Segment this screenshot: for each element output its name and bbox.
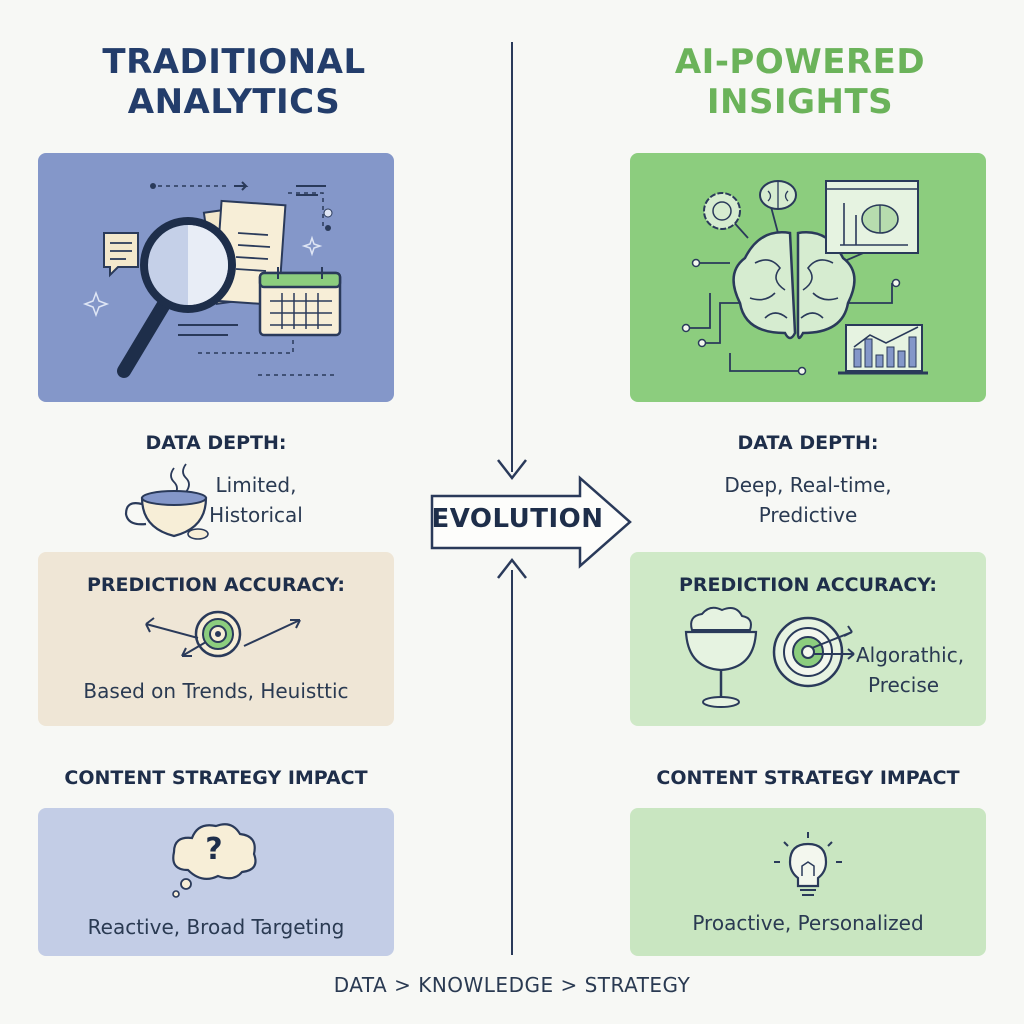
right-prediction-value: Algorathic, Precise [856,640,976,700]
target-icon [772,616,855,688]
laptop-chart-icon [838,324,928,375]
arrow-down-icon [497,459,527,481]
divider-top [511,42,513,472]
right-data-depth-label: DATA DEPTH: [737,432,879,454]
brain-network-illustration [681,180,928,376]
right-prediction-line-1: Algorathic, [856,643,965,667]
traditional-analytics-title: TRADITIONAL ANALYTICS [24,42,444,122]
title-line-2: ANALYTICS [127,82,341,122]
divider-bottom [511,570,513,955]
right-impact-label: CONTENT STRATEGY IMPACT [656,767,960,789]
question-mark: ? [205,832,223,867]
evolution-label: EVOLUTION [431,504,604,534]
goblet-target-icon [684,606,855,708]
right-prediction-line-2: Precise [868,673,940,697]
title-line-2: INSIGHTS [706,82,894,122]
arrow-up-icon [497,557,527,579]
lightbulb-icon [774,832,842,896]
right-data-depth-line-1: Deep, Real-time, [724,473,892,497]
title-line-1: AI-POWERED [674,42,926,82]
right-data-depth-value: Deep, Real-time, Predictive [630,470,986,530]
left-prediction-value: Based on Trends, Heuisttic [83,679,349,703]
left-data-depth-label: DATA DEPTH: [145,432,287,454]
left-impact-label: CONTENT STRATEGY IMPACT [64,767,368,789]
thought-cloud-icon [172,823,257,898]
title-line-1: TRADITIONAL [102,42,366,82]
brain-icon [732,231,856,340]
evolution-arrow [430,475,632,569]
right-data-depth-line-2: Predictive [758,503,858,527]
right-prediction-label: PREDICTION ACCURACY: [678,574,938,596]
left-impact-value: Reactive, Broad Targeting [87,915,345,939]
coffee-cup-icon [124,463,209,540]
target-arrows-icon [145,610,301,658]
footer-tagline: DATA > KNOWLEDGE > STRATEGY [333,973,691,997]
left-data-depth-value: Limited, Historical [196,470,316,530]
calendar-icon [258,267,342,337]
left-data-depth-line-1: Limited, [215,473,297,497]
left-data-depth-line-2: Historical [209,503,303,527]
chart-window-icon [825,180,919,254]
goblet-icon [684,606,758,708]
right-impact-value: Proactive, Personalized [692,911,924,935]
traditional-illustration-panel [38,153,394,402]
ai-illustration-panel [630,153,986,402]
left-prediction-label: PREDICTION ACCURACY: [86,574,346,596]
ai-powered-insights-title: AI-POWERED INSIGHTS [590,42,1010,122]
magnifier-documents-calendar-illustration [82,181,342,378]
